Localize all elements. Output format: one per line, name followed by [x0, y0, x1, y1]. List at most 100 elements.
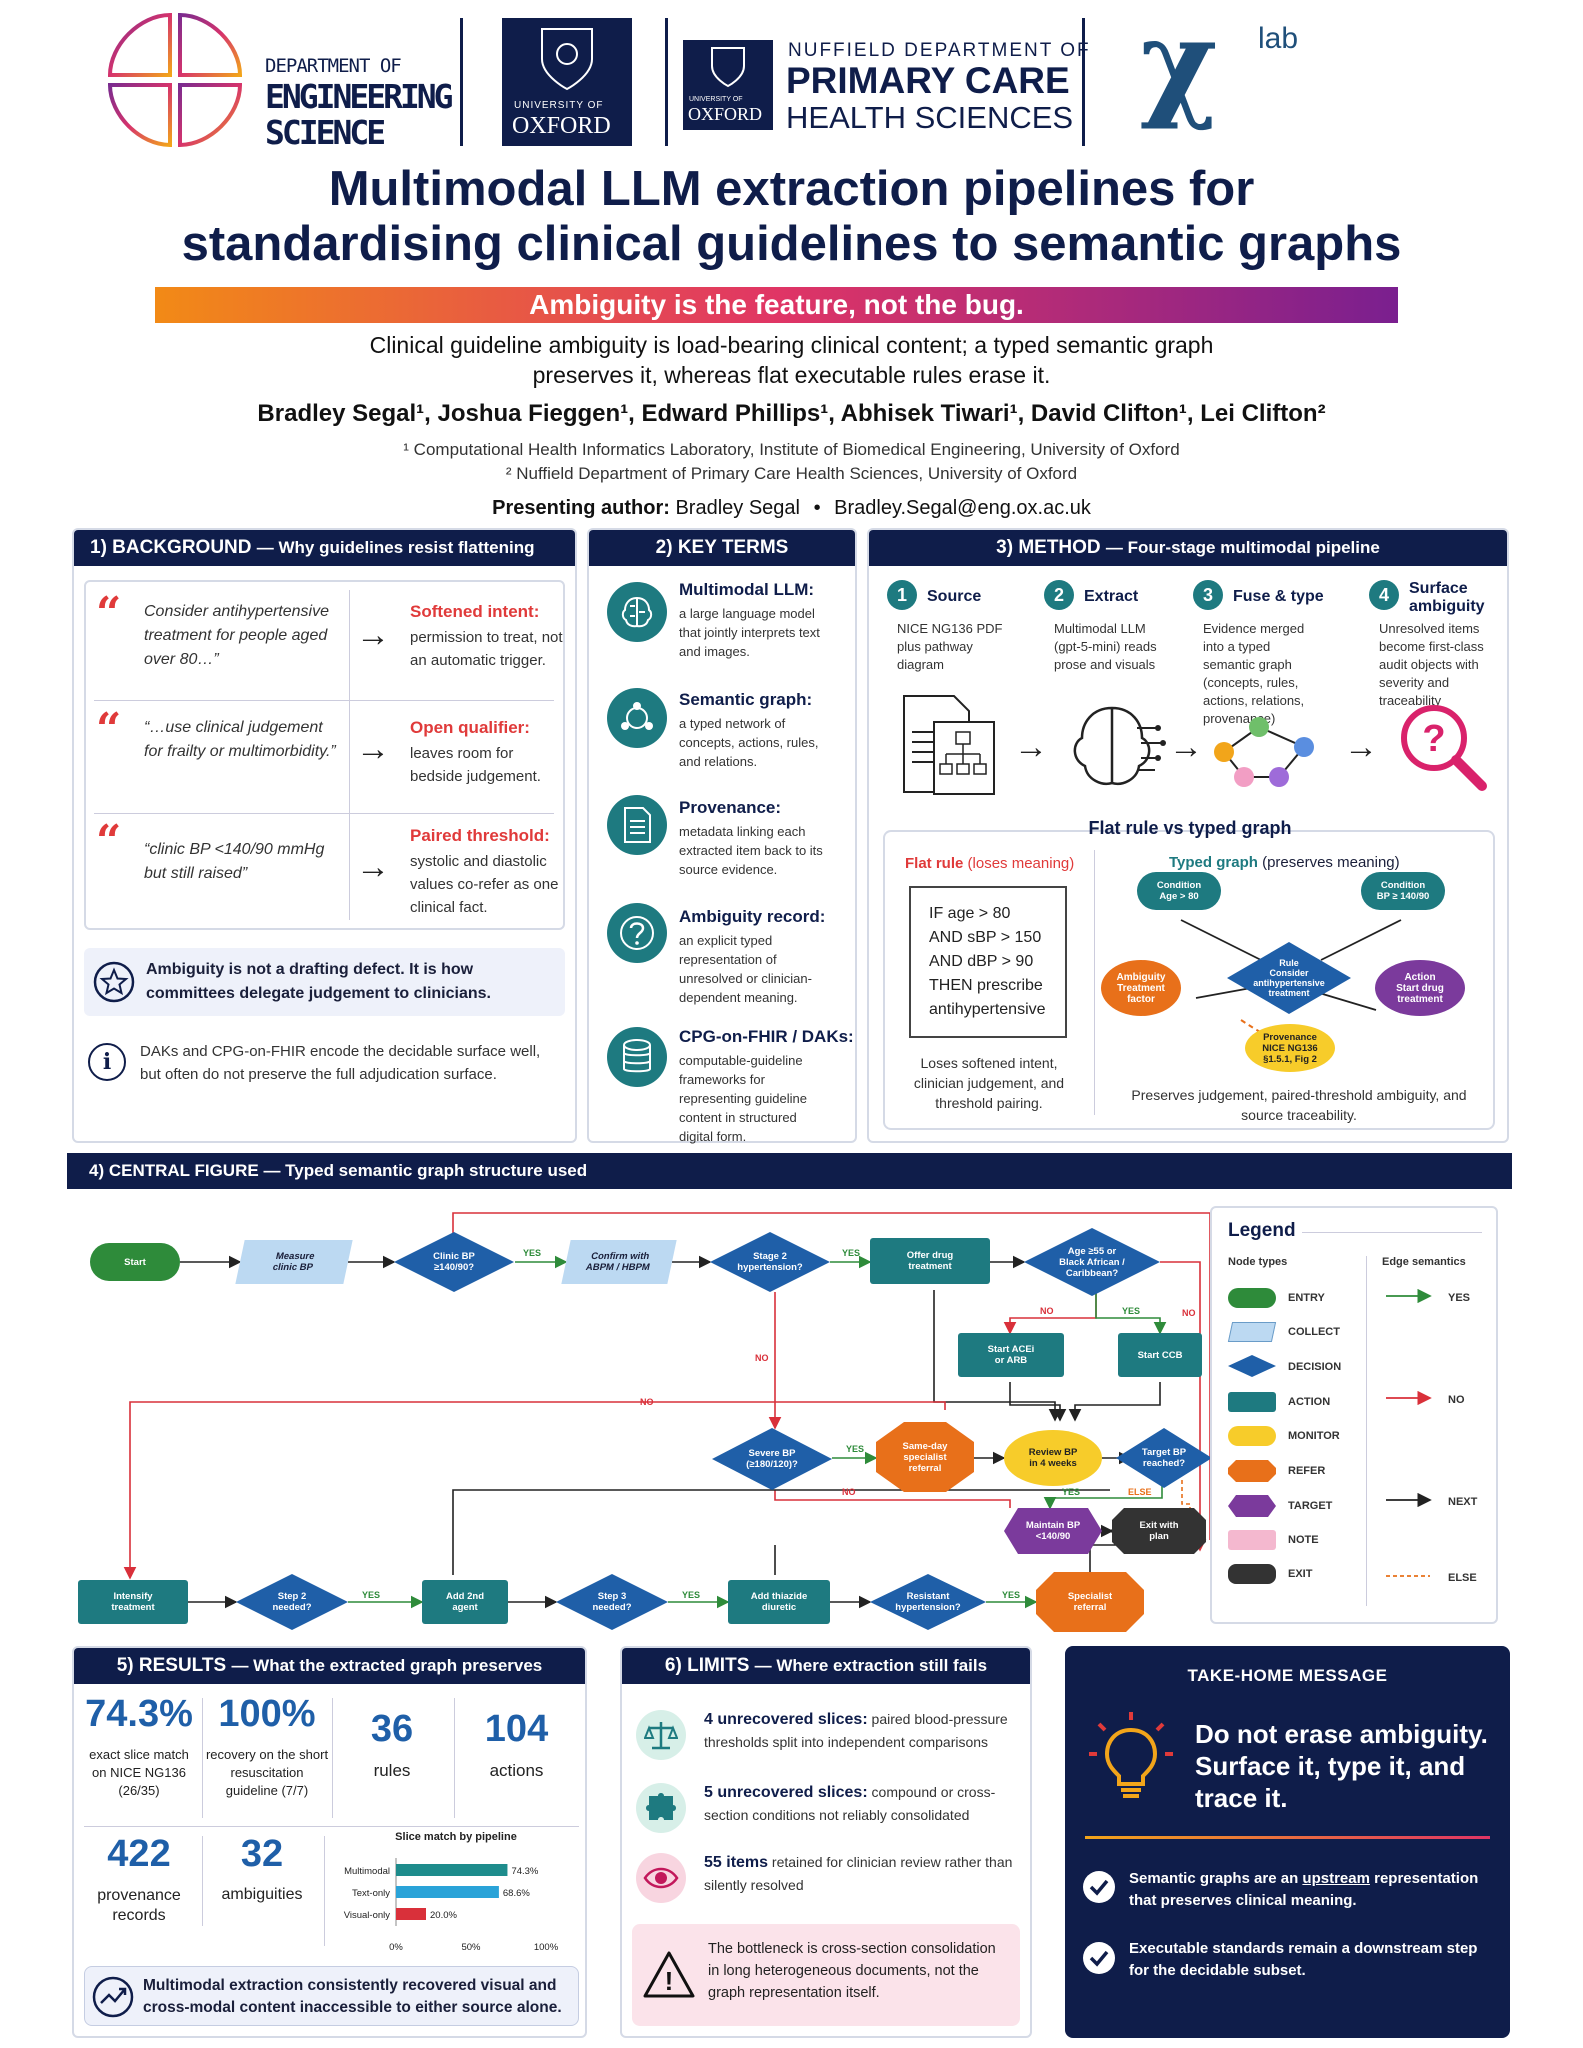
- legend-node-type: EXIT: [1288, 1568, 1313, 1580]
- step-2-desc: Multimodal LLM (gpt-5-mini) reads prose …: [1054, 621, 1157, 672]
- presenting-label: Presenting author:: [492, 497, 670, 519]
- affiliation-2: ² Nuffield Department of Primary Care He…: [505, 464, 1078, 483]
- arrow-right-icon: →: [1014, 728, 1048, 766]
- chi-lab-label: lab: [1258, 22, 1299, 55]
- typed-graph-label: Typed graph (preserves meaning): [1169, 854, 1400, 871]
- legend-edge: YES: [1448, 1292, 1471, 1304]
- divider: [84, 1826, 579, 1827]
- step-3-title: Fuse & type: [1233, 588, 1324, 605]
- flat-rule-line: antihypertensive: [929, 1001, 1046, 1018]
- edge-label-yes: YES: [842, 1248, 861, 1258]
- background-heading-sub: — Why guidelines resist flattening: [256, 538, 535, 557]
- step-4-desc: Unresolved items become first-class audi…: [1379, 621, 1484, 708]
- limit-2-bold: 5 unrecovered slices:: [704, 1784, 868, 1801]
- oxford-univ-of: UNIVERSITY OF: [514, 100, 604, 111]
- flow-start: Start: [90, 1243, 180, 1281]
- takehome-point-1-pre: Semantic graphs are an: [1129, 1870, 1303, 1887]
- poster-title: Multimodal LLM extraction pipelines for …: [0, 162, 1583, 272]
- typed-rule: Rule Consider antihypertensive treatment: [1253, 958, 1325, 998]
- database-icon: [607, 1027, 667, 1087]
- takehome-point-2: Executable standards remain a downstream…: [1129, 1940, 1478, 1979]
- results-callout: Multimodal extraction consistently recov…: [84, 1966, 579, 2026]
- key-term-title: Semantic graph:: [679, 690, 813, 709]
- background-heading: 1) BACKGROUND — Why guidelines resist fl…: [74, 530, 575, 566]
- flat-rule-line: THEN prescribe: [929, 977, 1043, 994]
- presenting-email[interactable]: Bradley.Segal@eng.ox.ac.uk: [834, 497, 1091, 519]
- key-term-title: Multimodal LLM:: [679, 580, 815, 599]
- lightbulb-icon: [1089, 1712, 1173, 1798]
- eye-icon: [636, 1853, 686, 1903]
- puzzle-icon: [636, 1783, 686, 1833]
- results-heading-main: 5) RESULTS: [116, 1655, 227, 1676]
- chart-category-label: Text-only: [352, 1888, 390, 1899]
- flow-age: Age ≥55 or Black African / Caribbean?: [1059, 1245, 1125, 1279]
- flow-step3: Step 3 needed?: [592, 1591, 632, 1613]
- quote-mark-icon: “: [96, 704, 122, 755]
- flat-rule-line: AND dBP > 90: [929, 953, 1034, 970]
- flow-intensify: Intensify treatment: [78, 1580, 188, 1624]
- key-term-title: Ambiguity record:: [679, 907, 826, 926]
- legend-swatch-note: [1228, 1530, 1276, 1550]
- edge-label-no: NO: [640, 1397, 654, 1407]
- legend-swatch-exit: [1228, 1564, 1276, 1584]
- step-1-badge: 1: [887, 580, 917, 610]
- flow-specialist: Specialist referral: [1067, 1591, 1113, 1613]
- flow-maintain-hex: [1004, 1508, 1102, 1554]
- document-icon: [607, 795, 667, 855]
- divider: [202, 1698, 203, 1818]
- flat-caption: Loses softened intent, clinician judgeme…: [913, 1055, 1065, 1111]
- method-panel: 3) METHOD — Four-stage multimodal pipeli…: [867, 528, 1509, 1143]
- takehome-point-1: Semantic graphs are an upstream represen…: [1129, 1868, 1499, 1912]
- legend-swatch-monitor: [1228, 1426, 1276, 1446]
- engineering-emblem-icon: [107, 12, 243, 148]
- logo-divider: [665, 18, 668, 146]
- edge-label-no: NO: [842, 1487, 856, 1497]
- oxford-crest-icon: [541, 28, 593, 91]
- typed-action: Action Start drug treatment: [1375, 960, 1465, 1016]
- chart-value-label: 20.0%: [430, 1910, 457, 1921]
- legend-node-type: TARGET: [1288, 1500, 1333, 1512]
- legend-node-type: COLLECT: [1288, 1326, 1340, 1338]
- flow-resistant-diamond: [870, 1574, 986, 1630]
- typed-cond-age: Condition Age > 80: [1137, 872, 1221, 910]
- limit-2-text: compound or cross-section conditions not…: [704, 1784, 996, 1823]
- warning-glyph: !: [665, 1966, 674, 1996]
- subtitle-line1: Clinical guideline ambiguity is load-bea…: [369, 332, 1214, 358]
- typed-ambiguity: Ambiguity Treatment factor: [1101, 960, 1181, 1016]
- metric-rules: 36: [370, 1708, 414, 1750]
- step-3-desc: Evidence merged into a typed semantic gr…: [1203, 621, 1305, 726]
- divider: [94, 700, 554, 701]
- question-icon: [607, 903, 667, 963]
- limit-1-bold: 4 unrecovered slices:: [704, 1711, 868, 1728]
- flow-target-diamond: [1116, 1428, 1212, 1488]
- edge-label-yes: YES: [846, 1444, 865, 1454]
- metric-rules-label: rules: [373, 1761, 411, 1780]
- chi-lab-logo: χ lab Computational Health Informatics: [1140, 4, 1460, 167]
- step-2-title: Extract: [1084, 588, 1139, 605]
- pdf-document-icon: [903, 695, 995, 795]
- key-term-title: CPG-on-FHIR / DAKs:: [679, 1027, 854, 1046]
- arrow-right-icon: →: [1169, 728, 1203, 766]
- authors: Bradley Segal¹, Joshua Fieggen¹, Edward …: [257, 400, 1326, 427]
- flat-rule-label: Flat rule (loses meaning): [905, 855, 1074, 872]
- key-term-desc: metadata linking each extracted item bac…: [679, 824, 823, 877]
- flat-rule-line: IF age > 80: [929, 905, 1011, 922]
- divider: [1094, 850, 1095, 1115]
- nuffield-line1: NUFFIELD DEPARTMENT OF: [788, 40, 1091, 61]
- limit-3-bold: 55 items: [704, 1854, 769, 1871]
- edge-label-yes: YES: [362, 1590, 381, 1600]
- key-term-desc: a typed network of concepts, actions, ru…: [679, 716, 819, 769]
- legend-swatch-decision: [1228, 1355, 1276, 1377]
- method-heading-main: 3) METHOD: [996, 537, 1101, 558]
- divider: [202, 1836, 203, 1926]
- divider: [349, 590, 350, 920]
- edge-label-yes: YES: [1122, 1306, 1141, 1316]
- central-heading: 4) CENTRAL FIGURE — Typed semantic graph…: [67, 1153, 1512, 1189]
- legend-edge: ELSE: [1448, 1572, 1477, 1584]
- typed-provenance: Provenance NICE NG136 §1.5.1, Fig 2: [1245, 1024, 1335, 1072]
- legend-node-type: REFER: [1288, 1465, 1326, 1477]
- nuffield-univ-of: UNIVERSITY OF: [689, 96, 743, 103]
- title-line2: standardising clinical guidelines to sem…: [181, 217, 1402, 271]
- takehome-heading: TAKE-HOME MESSAGE: [1187, 1666, 1388, 1685]
- legend-node-type: ENTRY: [1288, 1292, 1325, 1304]
